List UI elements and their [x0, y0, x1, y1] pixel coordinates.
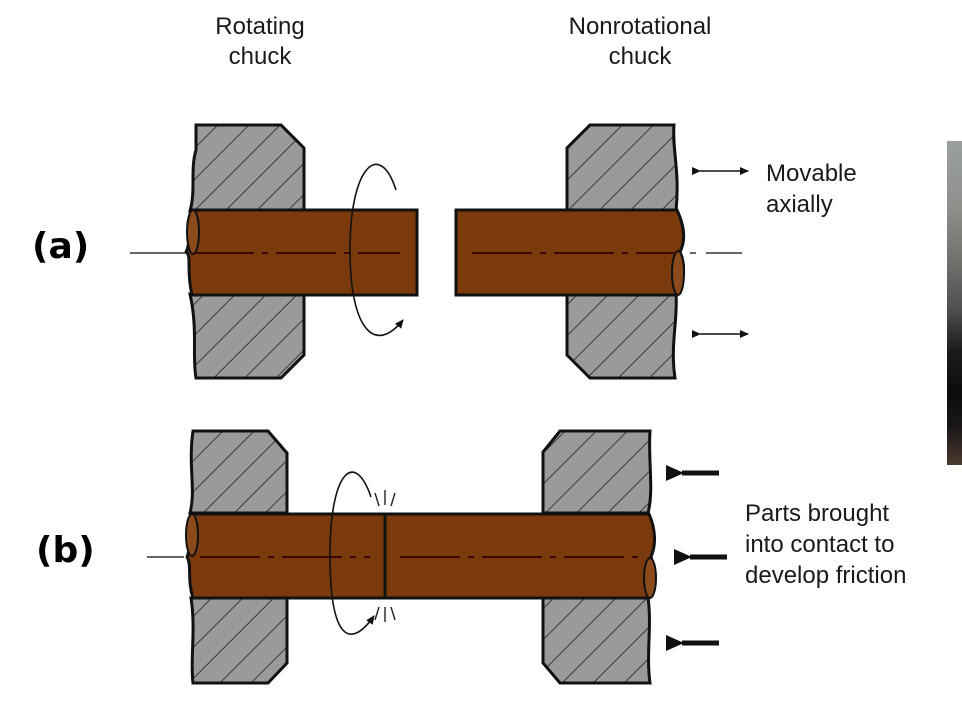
rotating-chuck-a-top	[188, 123, 306, 213]
nonrotational-chuck-a-bottom	[565, 292, 678, 380]
rotating-chuck-b-top	[188, 429, 289, 515]
workpiece-a-left-end	[186, 209, 200, 255]
panel-a	[130, 123, 749, 380]
rotating-chuck-label: Rotating chuck	[190, 12, 330, 72]
workpiece-a-right-end	[671, 250, 685, 296]
movable-axially-label: Movable axially	[766, 158, 857, 220]
rotating-chuck-label-line1: Rotating	[215, 13, 305, 40]
nonrotational-chuck-b-top	[541, 429, 653, 515]
parts-contact-line3: develop friction	[745, 562, 907, 589]
movable-axially-line2: axially	[766, 191, 833, 218]
nonrotational-chuck-b-bottom	[541, 596, 652, 685]
nonrotational-chuck-a-top	[565, 123, 679, 213]
parts-contact-line2: into contact to	[745, 531, 895, 558]
rotating-chuck-b-bottom	[189, 596, 289, 685]
nonrotational-chuck-label-line2: chuck	[608, 43, 672, 70]
movable-axially-line1: Movable	[766, 160, 857, 187]
workpiece-b-right-end	[643, 557, 657, 599]
parts-contact-label: Parts brought into contact to develop fr…	[745, 498, 906, 591]
rotating-chuck-a-bottom	[188, 292, 306, 380]
rotating-chuck-label-line2: chuck	[228, 43, 292, 70]
parts-contact-line1: Parts brought	[745, 500, 890, 527]
friction-spark-icon	[374, 490, 396, 622]
panel-b	[147, 429, 727, 685]
panel-a-label: (a)	[32, 226, 90, 267]
nonrotational-chuck-label-line1: Nonrotational	[568, 13, 712, 40]
rotation-arrow-icon	[329, 471, 375, 635]
panel-b-label: (b)	[36, 530, 95, 571]
rotation-arrow-icon	[349, 163, 404, 337]
nonrotational-chuck-label: Nonrotational chuck	[545, 12, 735, 72]
workpiece-b-left-end	[185, 513, 199, 557]
gradient-strip	[947, 141, 962, 465]
